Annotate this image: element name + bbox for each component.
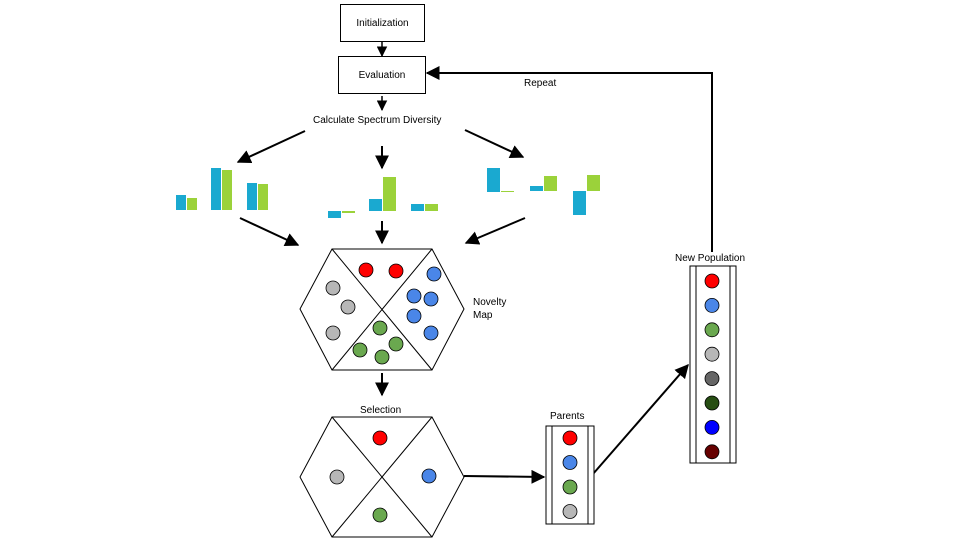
new-population-title: New Population	[675, 253, 746, 264]
novelty-map-label-2: Map	[473, 310, 493, 321]
population-dot-5	[704, 371, 720, 387]
arrow-spectrum-left	[236, 130, 306, 164]
spectrum-bars-left	[176, 168, 268, 210]
novelty-map-label-1: Novelty	[473, 297, 507, 308]
spectrum-bars-center	[328, 177, 438, 218]
arrow-bars-right-to-map	[464, 217, 526, 245]
arrow-repeat-loop	[425, 66, 713, 252]
arrow-parents-to-population	[592, 363, 689, 475]
population-dot-7	[704, 419, 720, 435]
population-dot-8	[704, 444, 720, 460]
population-dot-3	[704, 322, 720, 338]
population-dot-6	[704, 395, 720, 411]
population-dot-4	[704, 346, 720, 362]
arrow-spectrum-right	[464, 129, 525, 159]
new-population-column	[689, 265, 737, 464]
arrow-selection-to-parents	[463, 469, 546, 484]
evaluation-box: Evaluation	[338, 56, 426, 94]
selection-label: Selection	[360, 405, 402, 416]
evaluation-label: Evaluation	[358, 69, 406, 81]
initialization-box: Initialization	[340, 4, 425, 42]
spectrum-diversity-label: Calculate Spectrum Diversity	[313, 115, 442, 126]
parent-dot-4	[562, 504, 578, 519]
parent-dot-1	[562, 430, 578, 446]
novelty-map	[299, 248, 465, 371]
population-dot-1	[704, 273, 720, 289]
spectrum-bars-right	[487, 168, 600, 215]
repeat-label: Repeat	[524, 78, 557, 89]
parent-dot-2	[562, 455, 578, 470]
parents-title: Parents	[550, 411, 585, 422]
initialization-label: Initialization	[356, 17, 409, 29]
population-dot-2	[704, 297, 720, 313]
arrow-bars-left-to-map	[239, 217, 300, 247]
parents-column	[545, 425, 595, 525]
parent-dot-3	[562, 479, 578, 495]
selection-map	[299, 416, 465, 538]
